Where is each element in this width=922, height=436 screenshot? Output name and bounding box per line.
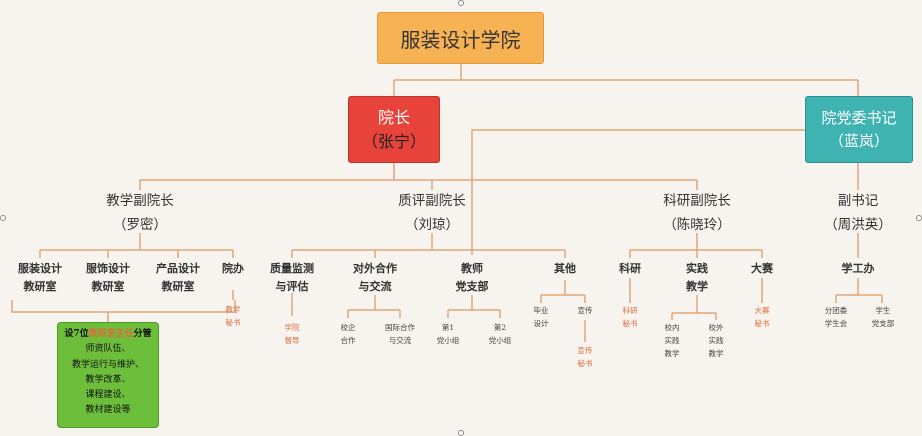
dean-title: 院长 <box>377 107 410 127</box>
on-campus-practice: 校内 实践 教学 <box>664 323 680 359</box>
resize-handle-bottom[interactable] <box>458 430 464 436</box>
publicity-secretary: 宣传 秘书 <box>577 346 593 369</box>
publicity: 宣传 <box>577 306 593 315</box>
party-secretary-node: 院党委书记 （蓝岚） <box>805 96 913 163</box>
unit-other: 其他 <box>554 262 576 275</box>
student-party-branch: 学生 党支部 <box>871 306 895 329</box>
resize-handle-top[interactable] <box>458 0 464 6</box>
unit-fashion-design-office: 服装设计 教研室 <box>18 262 62 294</box>
deputy-secretary: 副书记 （周洪英） <box>824 193 892 233</box>
root-title: 服装设计学院 <box>400 27 521 52</box>
party-secretary-title: 院党委书记 <box>821 109 897 127</box>
teaching-secretary: 教学 秘书 <box>225 305 241 328</box>
youth-league-student-union: 分团委 学生会 <box>824 306 848 329</box>
root-node-school: 服装设计学院 <box>377 12 544 64</box>
school-enterprise-cooperation: 校企 合作 <box>340 323 356 346</box>
unit-external-cooperation: 对外合作 与交流 <box>353 262 397 294</box>
off-campus-practice: 校外 实践 教学 <box>708 323 724 359</box>
graduation-design: 毕业 设计 <box>533 306 549 329</box>
note-heading: 设7位教研室主任分管 <box>64 329 152 339</box>
resize-handle-left[interactable] <box>0 215 6 221</box>
unit-research: 科研 <box>619 262 641 275</box>
unit-quality-monitoring: 质量监测 与评估 <box>270 262 314 294</box>
vice-dean-teaching: 教学副院长 （罗密） <box>106 193 174 233</box>
unit-product-design-office: 产品设计 教研室 <box>156 262 200 294</box>
vice-dean-quality: 质评副院长 （刘琼） <box>398 193 466 233</box>
teaching-office-director-note: 设7位教研室主任分管 师资队伍、 教学运行与维护、 教学改革、 课程建设、 教材… <box>57 322 159 428</box>
party-secretary-name: （蓝岚） <box>828 131 889 150</box>
unit-teacher-party-branch: 教师 党支部 <box>455 262 489 294</box>
international-cooperation: 国际合作 与交流 <box>385 323 415 346</box>
party-group-2: 第2 党小组 <box>488 323 512 346</box>
competition-secretary: 大赛 秘书 <box>754 306 770 329</box>
unit-practice-teaching: 实践 教学 <box>686 262 708 294</box>
note-lines: 师资队伍、 教学运行与维护、 教学改革、 课程建设、 教材建设等 <box>71 344 144 416</box>
party-group-1: 第1 党小组 <box>436 323 460 346</box>
resize-handle-right[interactable] <box>916 215 922 221</box>
unit-competition: 大赛 <box>751 262 773 275</box>
research-secretary: 科研 秘书 <box>622 306 638 329</box>
dean-name: （张宁） <box>361 131 426 151</box>
vice-dean-research: 科研副院长 （陈晓玲） <box>663 193 731 233</box>
college-supervisor: 学院 督导 <box>284 323 300 346</box>
unit-accessory-design-office: 服饰设计 教研室 <box>86 262 130 294</box>
dean-node: 院长 （张宁） <box>348 96 440 163</box>
unit-dean-office: 院办 <box>222 262 244 275</box>
unit-student-affairs-office: 学工办 <box>841 262 875 275</box>
